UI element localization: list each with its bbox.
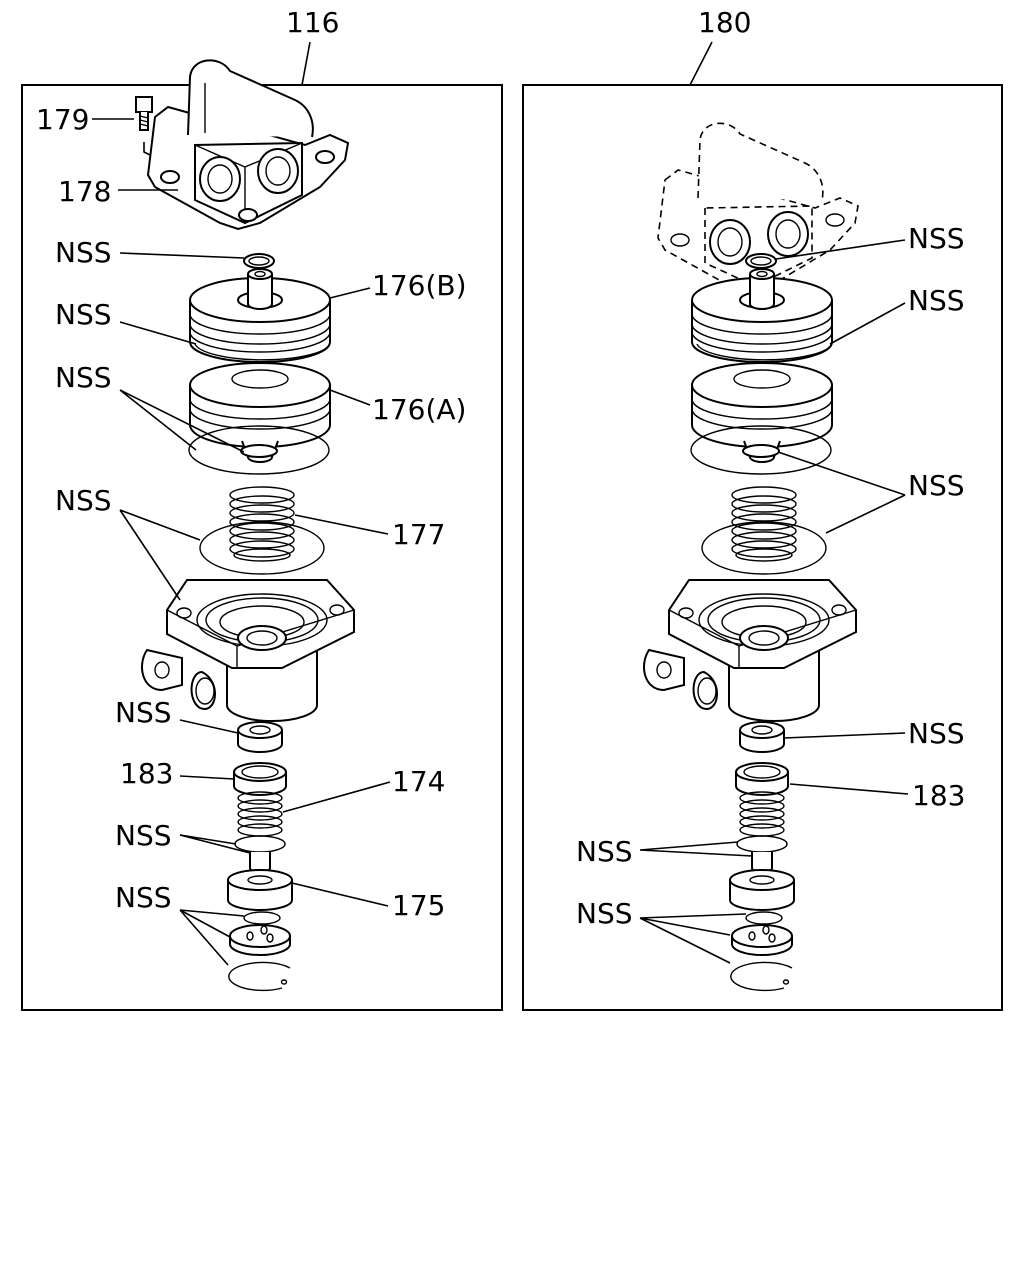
valve-body-r (643, 579, 857, 722)
nss-body-ring-r (701, 521, 827, 575)
valve-body (141, 579, 355, 722)
label-nss-seal-pair-r: NSS (908, 469, 965, 502)
label-183-r: 183 (912, 779, 965, 812)
bolt-179 (135, 96, 153, 131)
label-178: 178 (58, 175, 111, 208)
label-nss-valve-seat: NSS (115, 696, 172, 729)
piston-b-r (691, 268, 833, 363)
nss-body-ring (199, 521, 325, 575)
nss-piston-ring (194, 343, 331, 361)
label-nss-exhaust: NSS (115, 881, 172, 914)
panel-180: 180 NSS NSS NSS N (522, 6, 1003, 1011)
label-nss-valve-pair: NSS (115, 819, 172, 852)
label-183: 183 (120, 757, 173, 790)
panel-116: 116 179 178 NSS 176(B) NSS 1 (21, 6, 503, 1011)
label-175: 175 (392, 889, 445, 922)
label-nss-valve-seat-r: NSS (908, 717, 965, 750)
nss-seal-disc-r (690, 425, 832, 475)
label-179: 179 (36, 103, 89, 136)
label-nss-top-ring-r: NSS (908, 222, 965, 255)
label-nss-exhaust-r: NSS (576, 897, 633, 930)
nss-top-ring (243, 253, 275, 269)
panel-frame-180 (522, 84, 1003, 1011)
nss-piston-ring-r (696, 343, 833, 361)
label-nss-top-ring: NSS (55, 236, 112, 269)
piston-176b (189, 268, 331, 363)
label-nss-body-ring: NSS (55, 484, 112, 517)
nss-seal-disc (188, 425, 330, 475)
nss-top-ring-r (745, 253, 777, 269)
valve-stack-right (729, 721, 795, 992)
label-nss-piston-ring: NSS (55, 298, 112, 331)
callout-leader-180 (689, 41, 713, 86)
valve-stack-left (227, 721, 293, 992)
label-177: 177 (392, 518, 445, 551)
callout-leader-116 (301, 41, 311, 86)
label-174: 174 (392, 765, 445, 798)
label-176b: 176(B) (372, 269, 467, 302)
callout-116: 116 (286, 6, 339, 39)
label-176a: 176(A) (372, 393, 466, 426)
callout-180: 180 (698, 6, 751, 39)
label-nss-piston-ring-r: NSS (908, 284, 965, 317)
label-nss-seal-disc: NSS (55, 361, 112, 394)
label-nss-valve-pair-r: NSS (576, 835, 633, 868)
cover-phantom (657, 122, 859, 293)
